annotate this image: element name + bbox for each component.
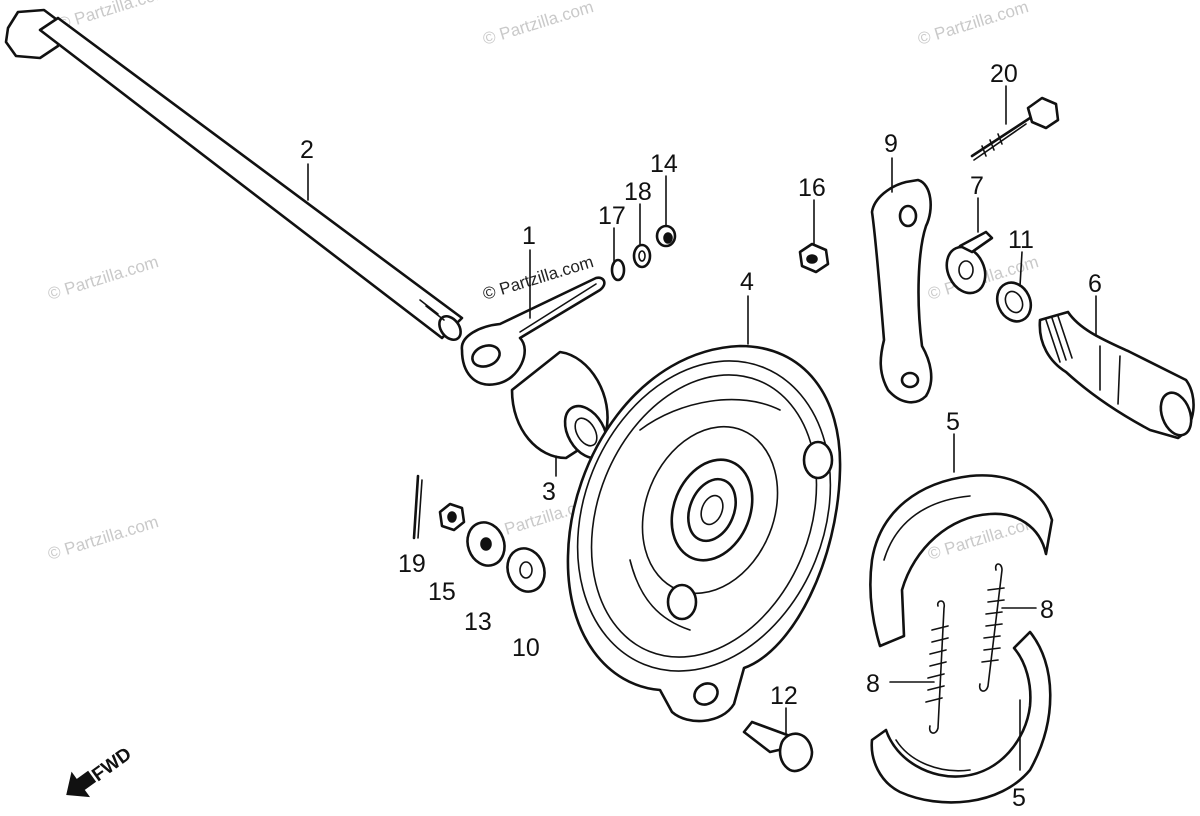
part-brake-shoe-lower bbox=[870, 630, 1052, 804]
callout-20: 20 bbox=[990, 60, 1018, 88]
callout-10: 10 bbox=[512, 634, 540, 662]
callout-13: 13 bbox=[464, 608, 492, 636]
part-spring-right bbox=[978, 563, 1005, 692]
part-washer-18 bbox=[632, 243, 652, 269]
part-brake-stay bbox=[460, 276, 606, 386]
part-pin-19 bbox=[412, 474, 423, 540]
part-brake-arm bbox=[870, 178, 933, 404]
callout-18: 18 bbox=[624, 178, 652, 206]
callout-8-left: 8 bbox=[866, 670, 880, 698]
callout-9: 9 bbox=[884, 130, 898, 158]
watermark: © Partzilla.com bbox=[481, 0, 596, 49]
part-nut-16 bbox=[798, 242, 830, 274]
watermark: © Partzilla.com bbox=[46, 512, 161, 564]
callout-5-upper: 5 bbox=[946, 408, 960, 436]
callout-6: 6 bbox=[1088, 270, 1102, 298]
fwd-indicator: FWD bbox=[66, 744, 136, 798]
callout-2: 2 bbox=[300, 136, 314, 164]
callout-16: 16 bbox=[798, 174, 826, 202]
callout-5-lower: 5 bbox=[1012, 784, 1026, 812]
part-axle bbox=[4, 8, 464, 342]
part-nut-15 bbox=[438, 502, 466, 532]
part-brake-shoe-upper bbox=[869, 474, 1054, 648]
callout-14: 14 bbox=[650, 150, 678, 178]
part-nut-14 bbox=[655, 224, 677, 248]
callout-3: 3 bbox=[542, 478, 556, 506]
watermark: © Partzilla.com bbox=[46, 252, 161, 304]
part-bolt-20 bbox=[970, 96, 1060, 161]
fwd-label: FWD bbox=[88, 744, 135, 786]
callout-17: 17 bbox=[598, 202, 626, 230]
part-brake-panel bbox=[566, 344, 842, 723]
part-wear-indicator bbox=[945, 230, 994, 295]
leader-lines bbox=[307, 85, 1097, 771]
part-washer-10 bbox=[506, 547, 546, 593]
part-spring-left bbox=[925, 600, 949, 734]
callout-15: 15 bbox=[428, 578, 456, 606]
callout-1: 1 bbox=[522, 222, 536, 250]
part-brake-cam bbox=[1038, 310, 1195, 440]
part-bolt-12 bbox=[742, 720, 814, 773]
callout-12: 12 bbox=[770, 682, 798, 710]
callouts: 1 2 3 4 5 5 6 7 8 8 9 10 11 12 13 14 15 … bbox=[300, 60, 1102, 812]
watermark: © Partzilla.com bbox=[916, 0, 1031, 49]
callout-7: 7 bbox=[970, 172, 984, 200]
callout-4: 4 bbox=[740, 268, 754, 296]
callout-19: 19 bbox=[398, 550, 426, 578]
part-washer-13 bbox=[466, 521, 506, 567]
part-cotter-pin-17 bbox=[610, 258, 626, 282]
part-seal bbox=[995, 281, 1033, 323]
callout-8-right: 8 bbox=[1040, 596, 1054, 624]
callout-11: 11 bbox=[1008, 226, 1034, 254]
